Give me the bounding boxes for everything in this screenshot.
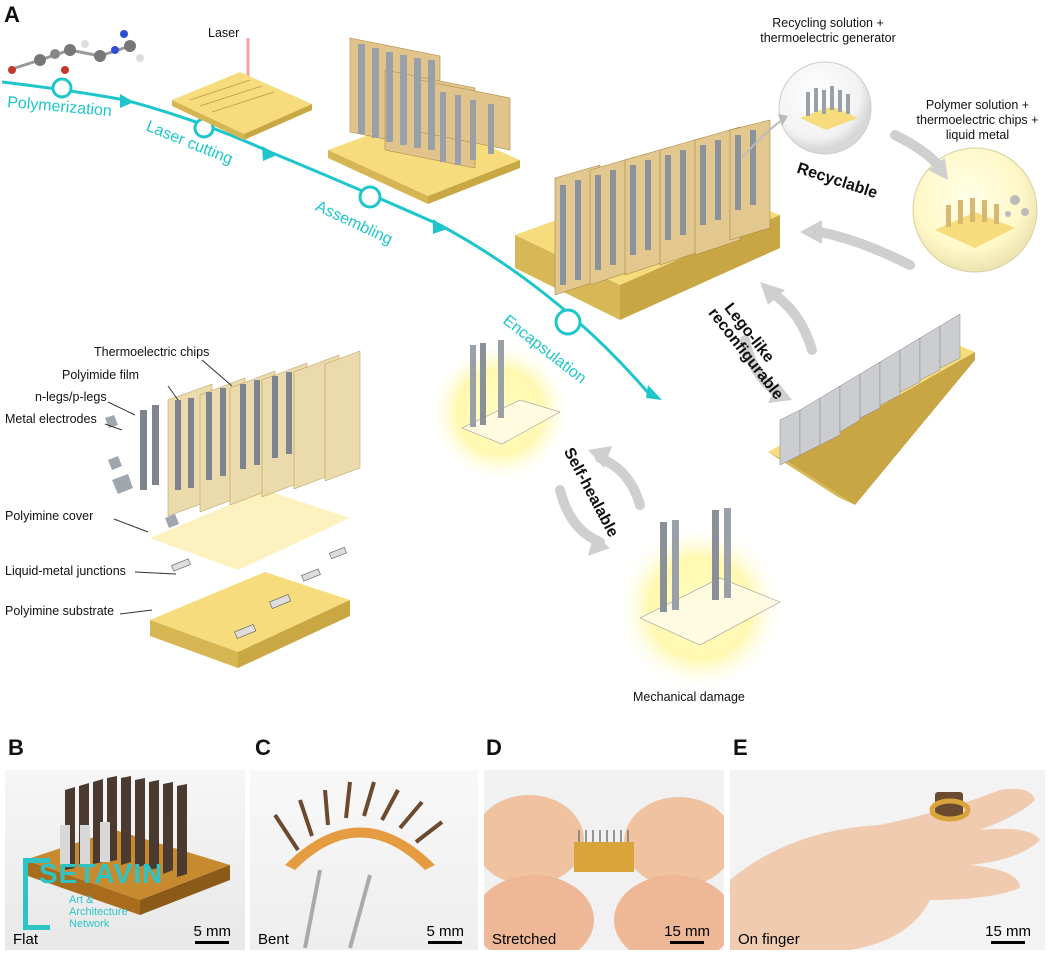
laser-label: Laser <box>208 26 240 40</box>
caption-stretched: Stretched <box>492 931 557 948</box>
hand-image <box>730 788 1040 950</box>
panel-letter-c: C <box>255 735 271 760</box>
polymer-solution-label: Polymer solution + thermoelectric chips … <box>905 98 1050 143</box>
watermark-line2: Architecture <box>69 906 128 918</box>
laser-sheet <box>172 38 312 140</box>
label-n-p-legs: n-legs/p-legs <box>35 390 107 404</box>
healing-glow-upper <box>428 340 572 484</box>
recycle-arrowhead-2 <box>800 220 822 244</box>
leader-lines <box>104 359 233 615</box>
scalebar-on-finger-bar <box>991 941 1026 944</box>
step-node-assembling <box>358 185 382 209</box>
recycling-solution-label: Recycling solution + thermoelectric gene… <box>744 16 912 46</box>
recycle-small-arrowhead <box>778 114 788 126</box>
step-node-polymerization <box>51 77 73 99</box>
panel-letter-a: A <box>4 2 20 27</box>
flat-device-image <box>25 776 230 915</box>
encapsulated-device <box>515 119 780 320</box>
polymer-solution-line3: liquid metal <box>945 128 1010 142</box>
lego-arrowhead-2 <box>768 382 792 403</box>
watermark-logo: SETAVIN <box>39 858 164 889</box>
label-polyimine-cover: Polyimine cover <box>5 509 94 523</box>
recycle-small-arrow <box>741 119 783 159</box>
heal-arrowhead-1 <box>588 534 610 556</box>
polymer-solution-line1: Polymer solution + <box>925 98 1030 112</box>
healing-glow-lower <box>615 508 785 693</box>
watermark-line1: Art & <box>69 894 94 906</box>
photo-stretched: Stretched 15 mm <box>484 770 724 950</box>
scalebar-on-finger: 15 mm <box>985 923 1031 944</box>
assembled-device <box>328 37 520 204</box>
stretched-device-image <box>484 795 724 950</box>
recycle-sphere-top <box>778 61 872 155</box>
label-polyimine-substrate: Polyimine substrate <box>5 604 115 618</box>
recycle-cycle-arrows <box>815 130 943 270</box>
scalebar-stretched-text: 15 mm <box>664 923 710 940</box>
molecule-icon <box>8 30 144 74</box>
bent-device-image <box>273 781 444 949</box>
arrowhead-encapsulation <box>646 385 662 400</box>
arrowhead-assembling <box>433 219 447 234</box>
scalebar-stretched-bar <box>670 941 705 944</box>
scalebar-flat: 5 mm <box>193 923 232 944</box>
scalebar-bent-text: 5 mm <box>426 923 465 940</box>
watermark: SETAVIN Art & Architecture Network <box>23 858 162 930</box>
scalebar-bent: 5 mm <box>426 923 465 944</box>
label-thermoelectric-chips: Thermoelectric chips <box>94 345 210 359</box>
watermark-line3: Network <box>69 918 110 930</box>
scalebar-on-finger-text: 15 mm <box>985 923 1031 940</box>
photo-on-finger: On finger 15 mm <box>730 770 1045 950</box>
scalebar-stretched: 15 mm <box>664 923 710 944</box>
polymer-solution-line2: thermoelectric chips + <box>916 113 1039 127</box>
arrowhead-laser <box>262 146 277 161</box>
mechanical-damage-label: Mechanical damage <box>633 690 745 704</box>
recycling-solution-line1: Recycling solution + <box>772 16 884 30</box>
recycle-sphere-right <box>912 147 1038 273</box>
photo-bent: Bent 5 mm <box>250 770 478 950</box>
panel-letter-d: D <box>486 735 502 760</box>
caption-bent: Bent <box>258 931 289 948</box>
caption-on-finger: On finger <box>738 931 800 948</box>
caption-flat: Flat <box>13 931 39 948</box>
scalebar-flat-bar <box>195 941 230 944</box>
lego-device <box>768 313 975 505</box>
recycle-arrowhead-1 <box>928 158 948 180</box>
lego-arrowhead-1 <box>760 282 785 305</box>
photo-flat: SETAVIN Art & Architecture Network Flat … <box>5 770 245 950</box>
scalebar-bent-bar <box>428 941 463 944</box>
panel-letter-e: E <box>733 735 748 760</box>
heal-arrowhead-2 <box>588 446 612 468</box>
scalebar-flat-text: 5 mm <box>193 923 232 940</box>
exploded-view <box>105 350 361 668</box>
label-polyimide-film: Polyimide film <box>62 368 140 382</box>
label-metal-electrodes: Metal electrodes <box>5 412 97 426</box>
schematic-panel-a <box>1 30 1038 693</box>
panel-letter-b: B <box>8 735 24 760</box>
step-node-encapsulation <box>554 308 582 336</box>
label-liquid-metal-junctions: Liquid-metal junctions <box>5 564 126 578</box>
recycling-solution-line2: thermoelectric generator <box>760 31 896 45</box>
process-arrow <box>1 80 652 396</box>
arrowhead-polymerization <box>120 94 134 108</box>
